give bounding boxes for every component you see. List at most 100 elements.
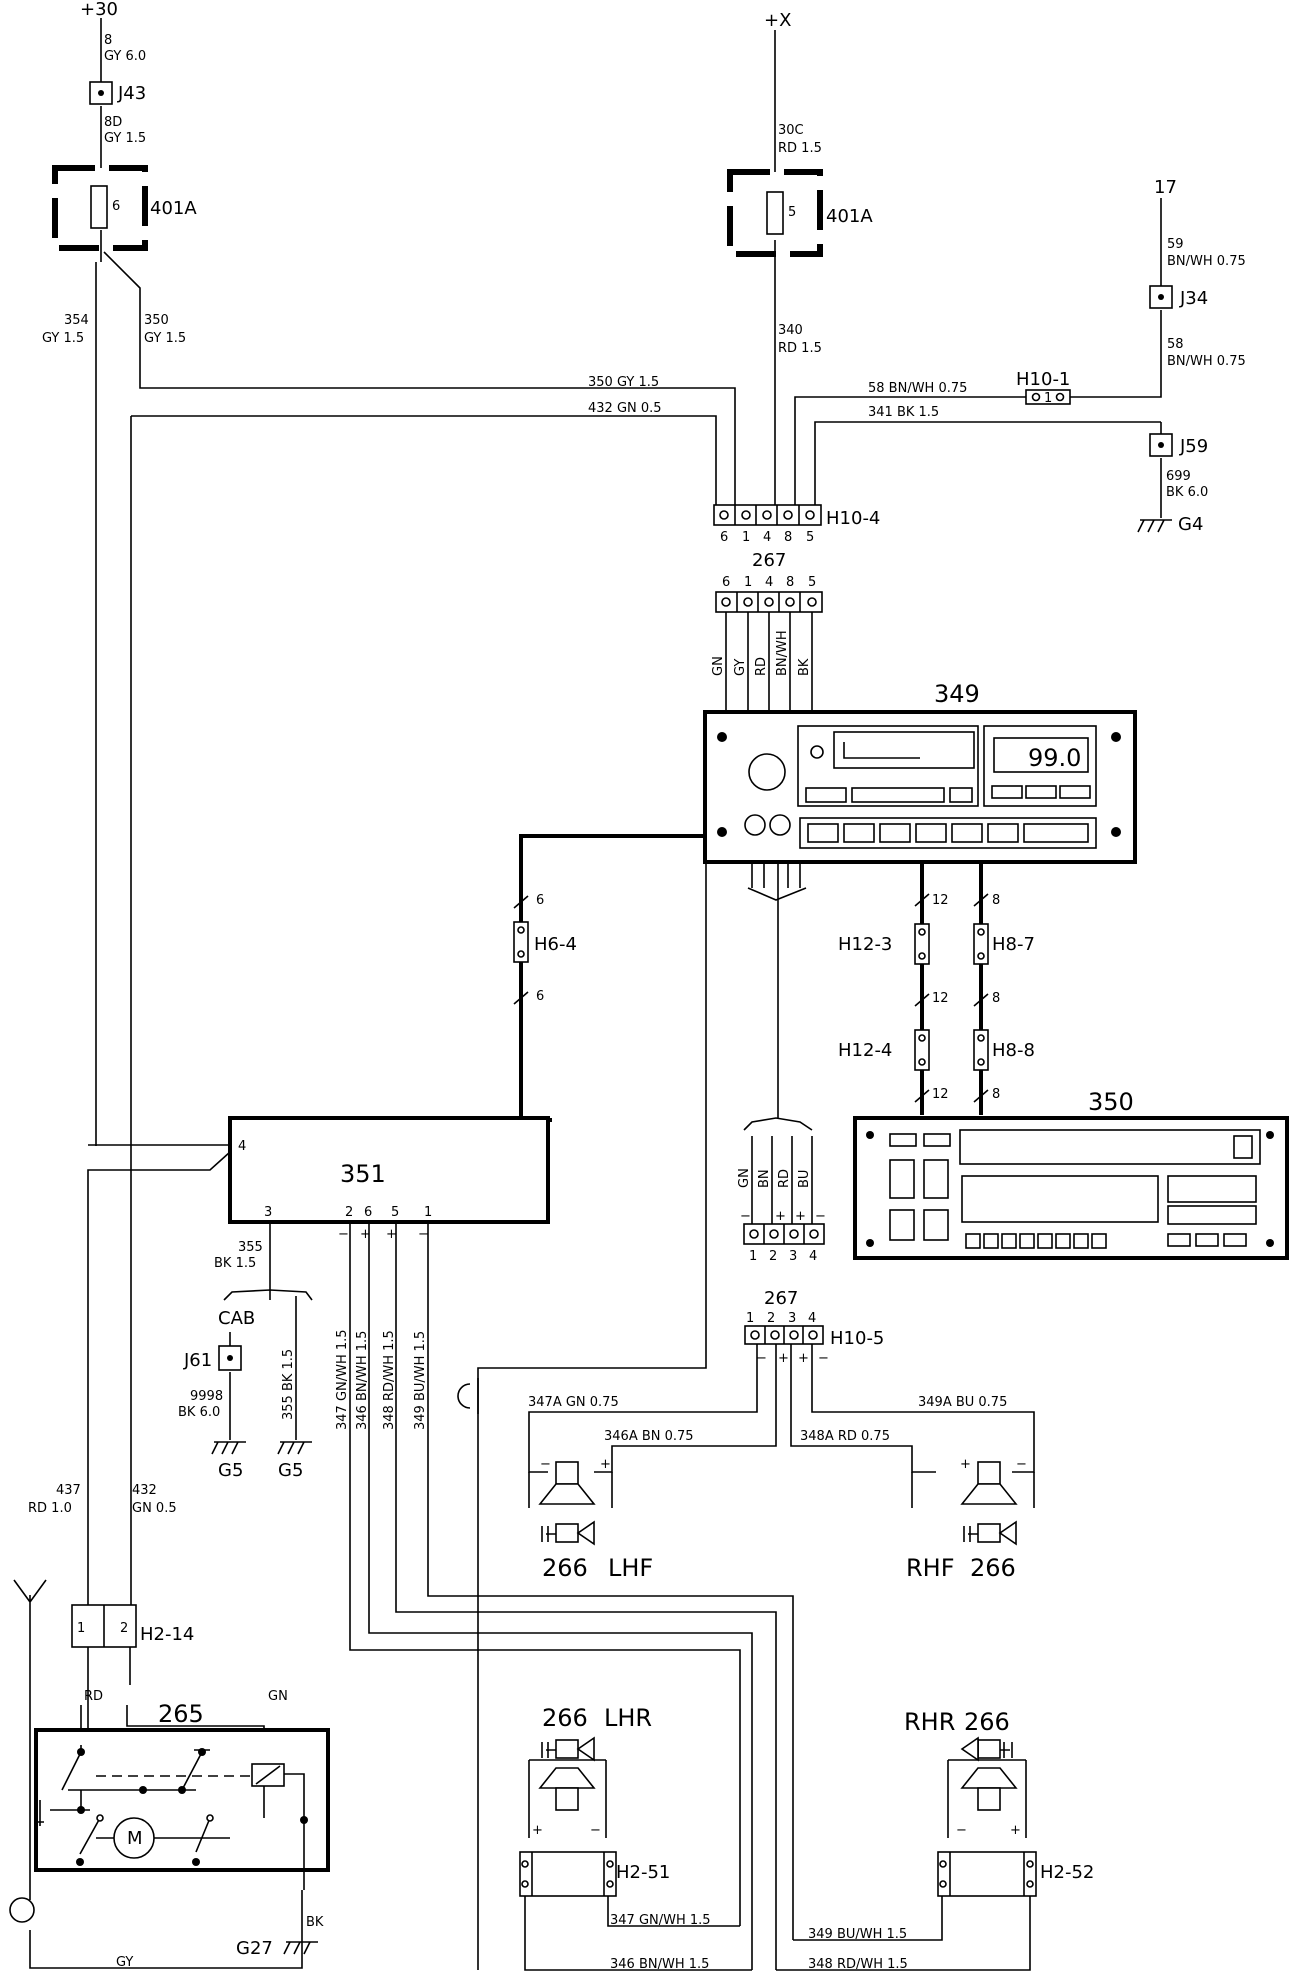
connector-h12-4 [914,1029,930,1071]
wire-count: 6 [536,893,544,908]
connector-h10-5 [744,1325,824,1345]
pin-sign: − [338,1227,349,1242]
connector-label: H10-1 [1016,369,1070,390]
speaker-num: 266 [542,1704,588,1732]
wire-label: 432 [132,1483,157,1498]
junction-label: J43 [117,83,146,104]
pin [977,1058,985,1066]
wire-label: 348A RD 0.75 [800,1429,890,1444]
wire-label: BK 6.0 [1166,485,1208,500]
ground-icon [277,1441,312,1455]
connector-label: H2-52 [1040,1862,1094,1883]
wire-label: 355 BK 1.5 [281,1349,296,1420]
ground-label: G27 [236,1938,273,1959]
wire-label: BK 6.0 [178,1405,220,1420]
speaker-num: 266 [964,1708,1010,1736]
wire-count: 8 [992,991,1000,1006]
connector-h10-4 [713,504,822,526]
amplifier-label: 351 [340,1160,386,1188]
harness-brace [743,1117,813,1131]
wire-label: 349 BU/WH 1.5 [413,1331,428,1430]
connector-267-radio [715,591,823,613]
speaker-rhf [911,1461,1035,1546]
connector-label: H10-5 [830,1328,884,1349]
pin-label: 6 [364,1205,372,1220]
antenna-module-label: 265 [158,1700,204,1728]
pin-sign: + [775,1209,786,1224]
connector-label: H12-4 [838,1040,892,1061]
connector-label: 267 [752,550,786,571]
supply-x: +X [764,10,791,31]
fuse-a [90,185,108,229]
wire-count: 12 [932,991,949,1006]
wire-label: 348 RD/WH 1.5 [808,1957,908,1972]
pin-label: 4 [763,530,771,545]
connector-label: H10-4 [826,508,880,529]
pin [977,928,985,936]
pin-label: 4 [238,1139,246,1154]
motor-label: M [127,1828,143,1849]
junction-dot [1158,442,1164,448]
pin-sign: − [756,1351,767,1366]
pin-label: 5 [806,530,814,545]
wire-label: BN/WH 0.75 [1167,354,1246,369]
wire-color: RD [84,1689,103,1704]
pin-label: 8 [784,530,792,545]
connector-label: H8-8 [992,1040,1035,1061]
wire-label: 346A BN 0.75 [604,1429,694,1444]
pin-label: 1 [742,530,750,545]
pin-label: 6 [722,575,730,590]
pin-label: 3 [264,1205,272,1220]
pin-label: 4 [809,1249,817,1264]
fuse-num: 6 [112,199,120,214]
pin-sign: + [386,1227,397,1242]
pin [977,1034,985,1042]
pin [1031,392,1041,402]
speaker-lhf [528,1461,613,1546]
wire-label: 349 BU/WH 1.5 [808,1927,907,1942]
pin-sign: + [795,1209,806,1224]
pin-sign: − [818,1351,829,1366]
speaker-sign: − [956,1823,967,1838]
wire-label: RD 1.5 [778,341,822,356]
cab-label: CAB [218,1308,255,1329]
pin-sign: − [418,1227,429,1242]
speaker-num: 266 [970,1554,1016,1582]
bundles [519,834,983,1122]
connector-h2-14 [71,1604,137,1648]
wire-color: GN [711,656,726,676]
speaker-label: RHR [904,1708,955,1736]
ground-icon [283,1941,318,1955]
speaker-lhr [519,1736,617,1897]
connector-h8-7 [973,923,989,965]
connector-label: H8-7 [992,934,1035,955]
wire-label: 346 BN/WH 1.5 [355,1331,370,1430]
pin-label: 5 [808,575,816,590]
speaker-sign: + [960,1457,971,1472]
wire-label: 347A GN 0.75 [528,1395,619,1410]
wire-color: RD [777,1169,792,1188]
antenna-lead-icon [457,1378,479,1414]
pin-label: 8 [786,575,794,590]
pin-sign: − [740,1209,751,1224]
wire-label: 348 RD/WH 1.5 [382,1330,397,1430]
wire-count: 8 [992,1087,1000,1102]
pin-label: 1 [424,1205,432,1220]
supply-30: +30 [80,0,118,20]
pin [517,950,525,958]
pin-label: 4 [765,575,773,590]
speaker-rhr [937,1736,1037,1897]
cd-changer-unit [853,1116,1289,1260]
wire-color: BK [797,658,812,676]
wire-label: GY 6.0 [104,49,146,64]
wire-label: BN/WH 0.75 [1167,254,1246,269]
pin-label: 6 [720,530,728,545]
connector-label: 267 [764,1288,798,1309]
speaker-num: 266 [542,1554,588,1582]
speaker-sign: + [600,1457,611,1472]
fuse-box-a [52,165,148,251]
fuse-label: 401A [150,198,197,219]
pin [918,952,926,960]
wire-color: BN [757,1169,772,1188]
